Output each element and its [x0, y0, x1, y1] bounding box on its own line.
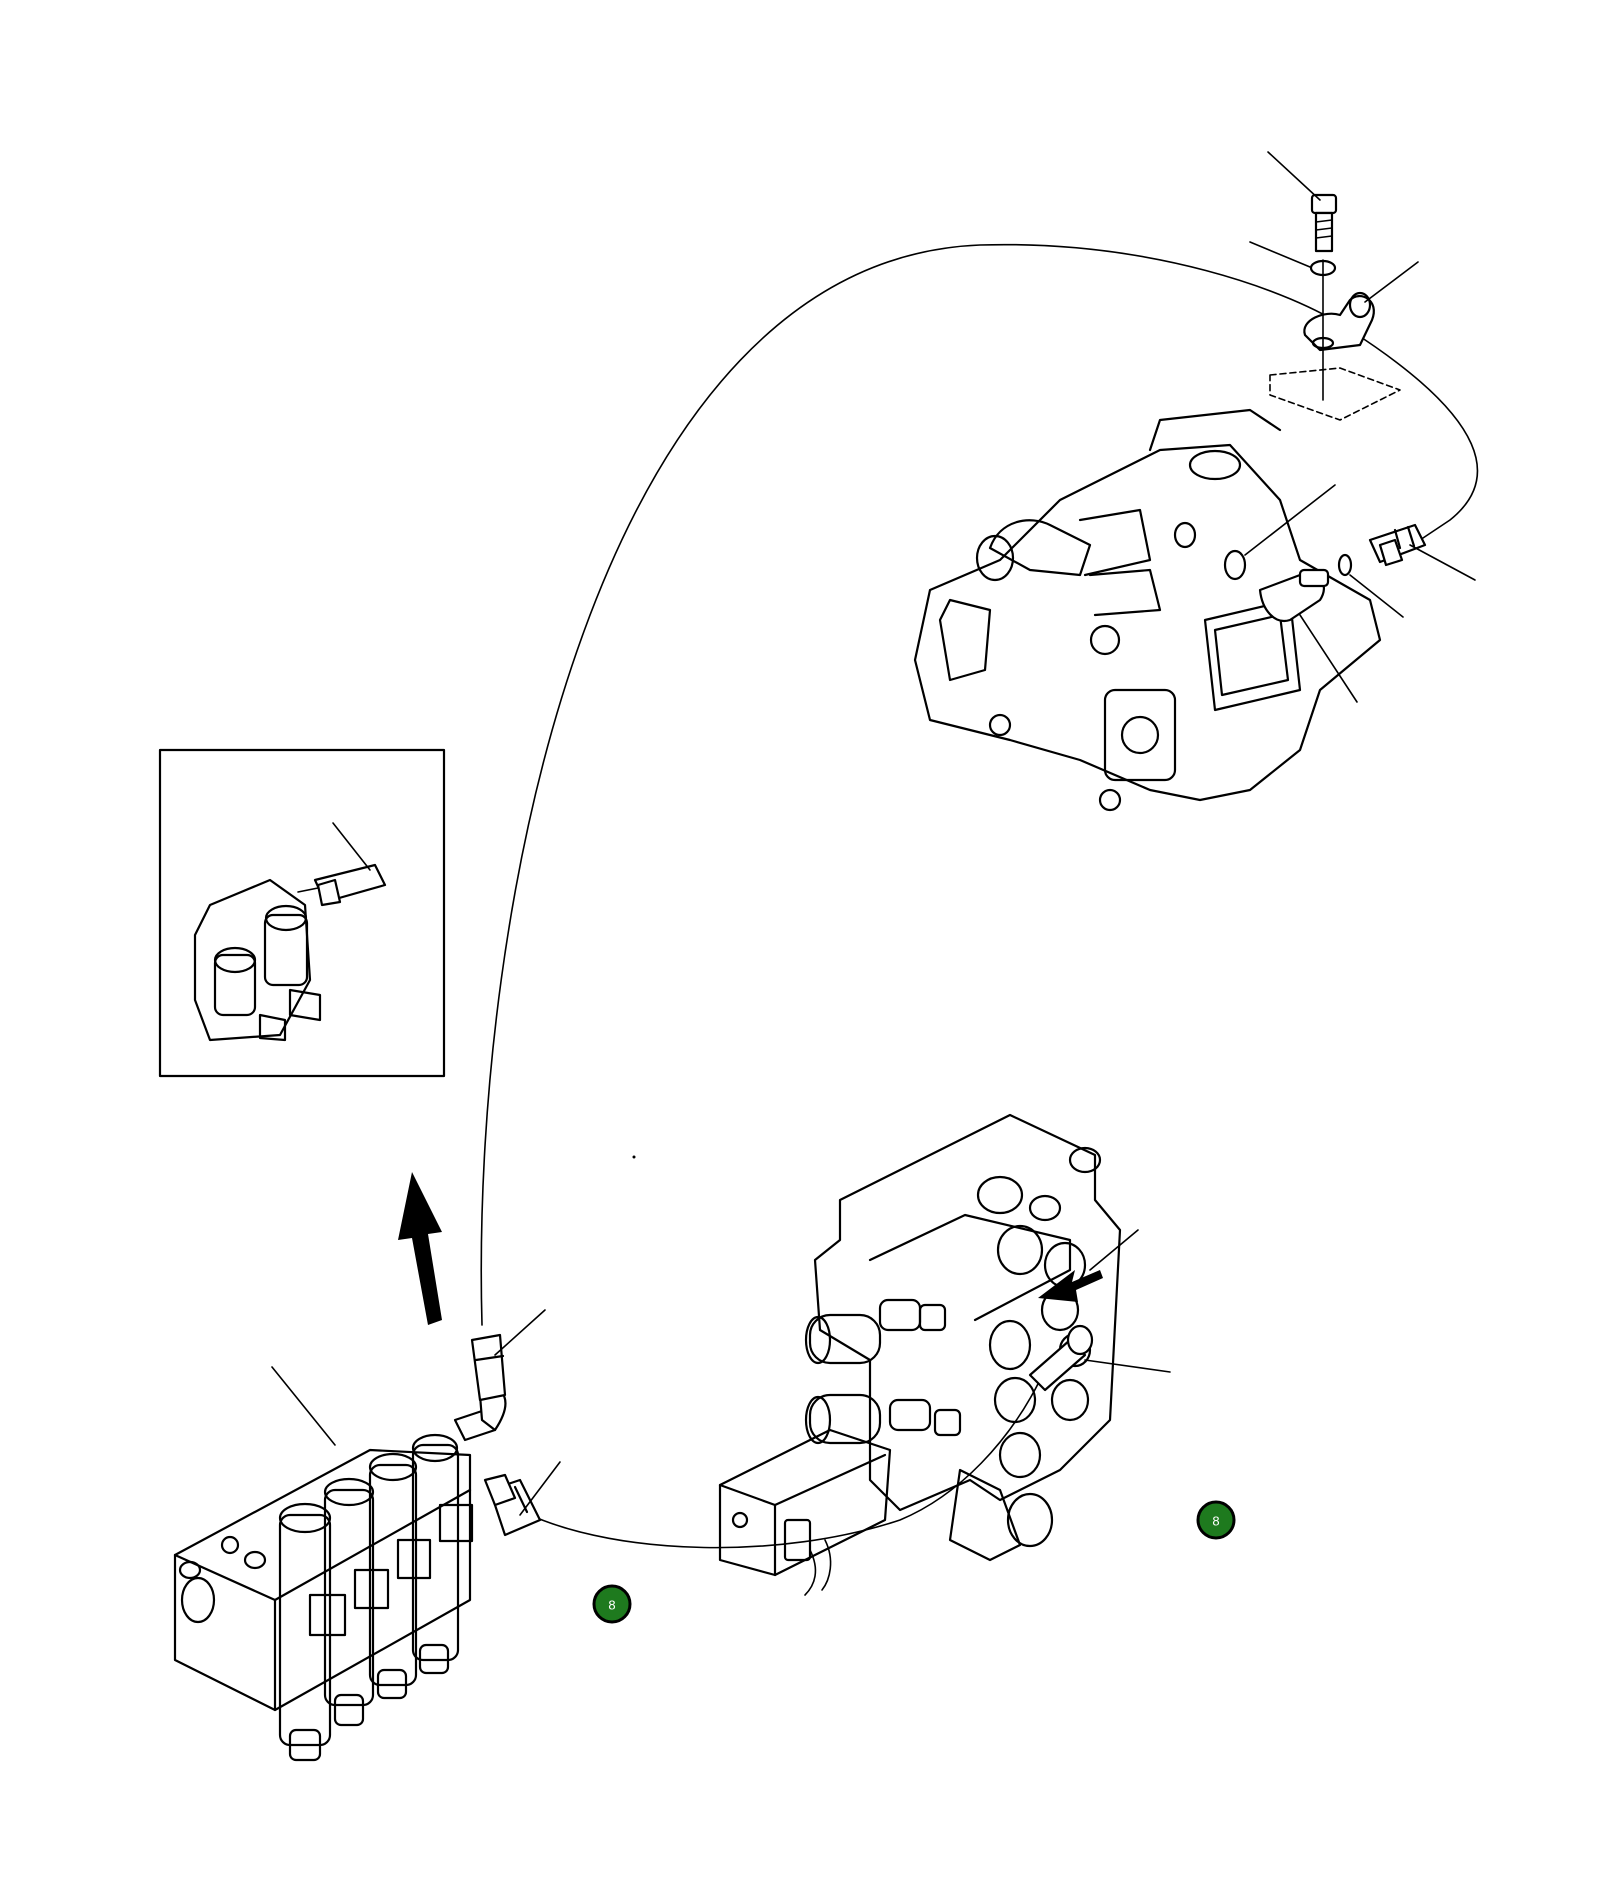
reference-badge: 8 — [592, 1584, 632, 1624]
leader-line — [271, 1366, 336, 1446]
solenoid-valve-bank — [173, 1433, 474, 1762]
leader-line — [1409, 544, 1476, 581]
leader-line — [1249, 241, 1311, 268]
leader-line — [332, 822, 371, 871]
elbow-fitting-icon — [1258, 568, 1330, 623]
pump-assembly — [913, 408, 1382, 812]
leader-line — [1084, 1359, 1171, 1373]
stray-mark — [632, 1155, 636, 1159]
leader-line — [1349, 574, 1404, 618]
hose-fitting-icon — [1028, 1324, 1094, 1392]
solenoid-column — [411, 1433, 474, 1675]
inset-detail-box — [158, 748, 446, 1078]
hose-fitting-icon — [1368, 523, 1427, 567]
leader-line — [1364, 261, 1419, 303]
o-ring-right — [1337, 553, 1353, 577]
mounting-plate — [1269, 367, 1401, 421]
leader-line — [494, 1309, 546, 1356]
reference-badge-label: 8 — [1212, 1514, 1219, 1529]
leader-line — [1089, 1229, 1139, 1271]
reference-badge-label: 8 — [608, 1598, 615, 1613]
bolt-icon — [1310, 193, 1338, 253]
solenoid-column — [278, 1502, 347, 1762]
hose-line-main — [480, 243, 1479, 1326]
hose-fitting-icon — [470, 1333, 507, 1402]
solenoid-column — [323, 1477, 390, 1727]
hose-line-lower — [529, 1379, 1041, 1549]
o-ring-left — [1223, 549, 1247, 581]
leader-line — [1299, 614, 1358, 703]
direction-arrow-icon — [398, 1172, 442, 1325]
leader-line — [519, 1461, 561, 1516]
leader-line — [1244, 484, 1336, 556]
leader-line — [1267, 151, 1321, 201]
clamp-icon — [1303, 291, 1375, 352]
hose-fitting-icon — [483, 1473, 542, 1537]
elbow-fitting-icon — [453, 1388, 507, 1442]
direction-arrow-icon — [1038, 1270, 1103, 1302]
control-valve-block — [718, 1113, 1122, 1596]
reference-badge: 8 — [1196, 1500, 1236, 1540]
